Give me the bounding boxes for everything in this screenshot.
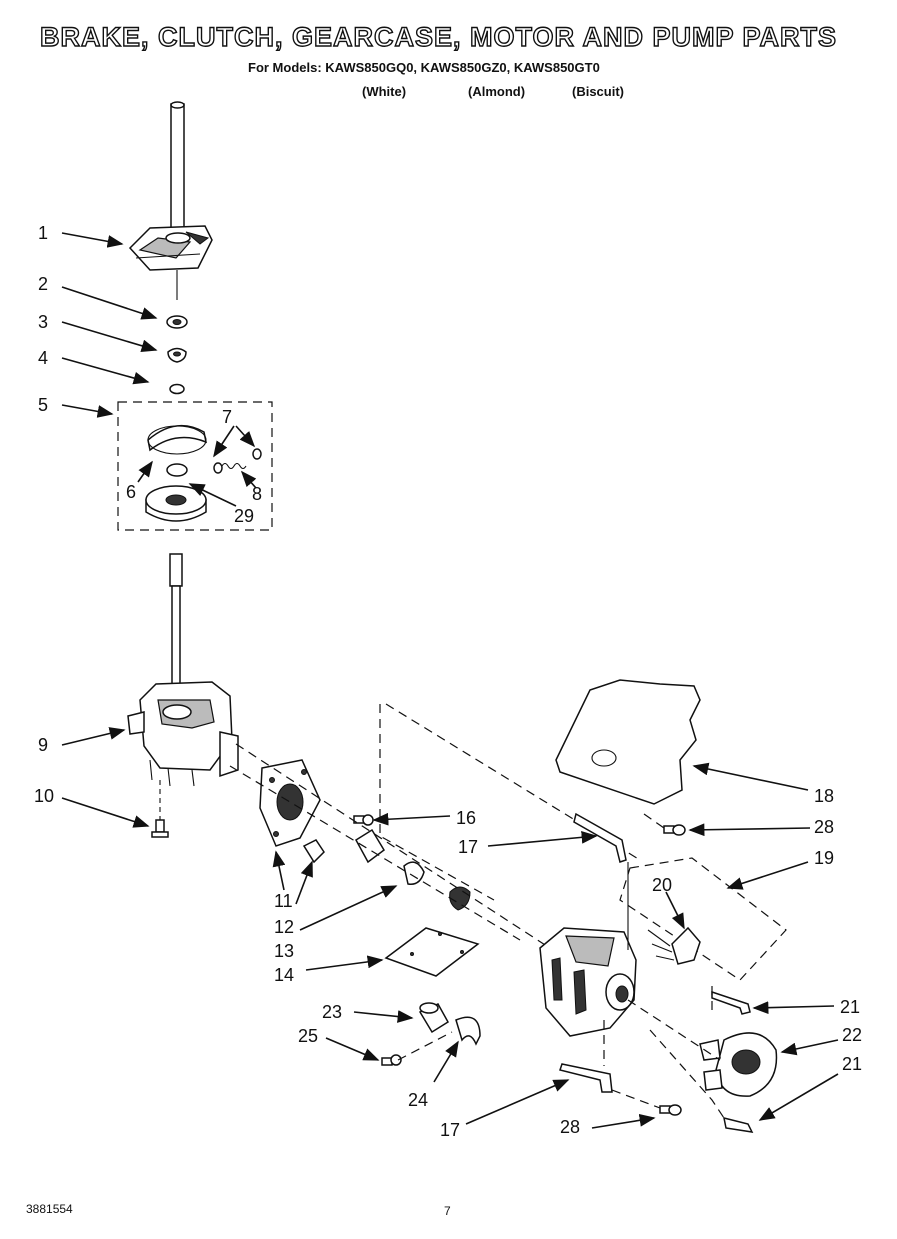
gearcase	[127, 681, 239, 787]
clip-21-upper	[711, 990, 751, 1015]
variant-almond: (Almond)	[468, 84, 526, 99]
callout-19: 19	[814, 848, 835, 868]
callout-16: 16	[456, 808, 477, 828]
document-number: 3881554	[26, 1202, 73, 1216]
clutch-hub	[145, 463, 207, 522]
mounting-plate	[259, 759, 321, 847]
clutch-group-box	[117, 401, 273, 531]
callout-25: 25	[298, 1026, 319, 1046]
motor-shield	[555, 679, 701, 805]
drive-motor	[539, 862, 637, 1037]
washer-2	[166, 315, 188, 329]
lower-shaft	[169, 553, 183, 703]
page-title: BRAKE, CLUTCH, GEARCASE, MOTOR AND PUMP …	[39, 21, 838, 52]
callout-9: 9	[38, 735, 49, 755]
drive-coupling	[355, 828, 471, 911]
bracket-17-lower	[559, 1063, 613, 1093]
upper-shaft	[170, 101, 185, 245]
shield-14	[384, 927, 480, 977]
leader-lines	[61, 232, 839, 1129]
variant-white: (White)	[362, 84, 407, 99]
brake-assembly	[128, 225, 213, 271]
callout-21-lower: 21	[842, 1054, 863, 1074]
screw-25	[381, 1054, 402, 1066]
motor-switch	[647, 926, 701, 965]
clutch-spring	[213, 448, 262, 474]
capacitor-23	[418, 1002, 450, 1034]
callout-21-upper: 21	[840, 997, 861, 1017]
callout-13: 13	[274, 941, 295, 961]
callout-14: 14	[274, 965, 295, 985]
motor-group-box	[619, 857, 787, 981]
callout-17-upper: 17	[458, 837, 479, 857]
callout-5: 5	[38, 395, 49, 415]
capacitor-strap-24	[455, 1016, 481, 1046]
page-number: 7	[444, 1204, 451, 1218]
callout-3: 3	[38, 312, 49, 332]
callout-28-lower: 28	[560, 1117, 581, 1137]
water-pump	[699, 1032, 778, 1097]
coupling-12	[302, 839, 325, 864]
screw-28-upper	[663, 824, 686, 836]
ring-4	[169, 383, 185, 395]
callout-28-upper: 28	[814, 817, 835, 837]
variant-biscuit: (Biscuit)	[572, 84, 624, 99]
callout-22: 22	[842, 1025, 863, 1045]
screw-28-lower	[659, 1104, 682, 1116]
callout-4: 4	[38, 348, 49, 368]
callout-8: 8	[252, 484, 263, 504]
callout-2: 2	[38, 274, 49, 294]
bolt-10	[151, 819, 169, 838]
callout-24: 24	[408, 1090, 429, 1110]
screw-16	[353, 814, 374, 826]
callout-18: 18	[814, 786, 835, 806]
callout-11: 11	[274, 891, 293, 911]
clutch-band	[147, 424, 208, 455]
bracket-17-upper	[573, 812, 627, 863]
callout-23: 23	[322, 1002, 343, 1022]
callout-6: 6	[126, 482, 137, 502]
callout-20: 20	[652, 875, 673, 895]
callout-7: 7	[222, 407, 233, 427]
retaining-ring-3	[167, 347, 187, 363]
models-line: For Models: KAWS850GQ0, KAWS850GZ0, KAWS…	[248, 60, 600, 75]
clip-21-lower	[723, 1116, 754, 1133]
callout-12: 12	[274, 917, 295, 937]
callout-17-lower: 17	[440, 1120, 461, 1140]
callout-29: 29	[234, 506, 255, 526]
callout-1: 1	[38, 223, 49, 243]
callout-10: 10	[34, 786, 55, 806]
